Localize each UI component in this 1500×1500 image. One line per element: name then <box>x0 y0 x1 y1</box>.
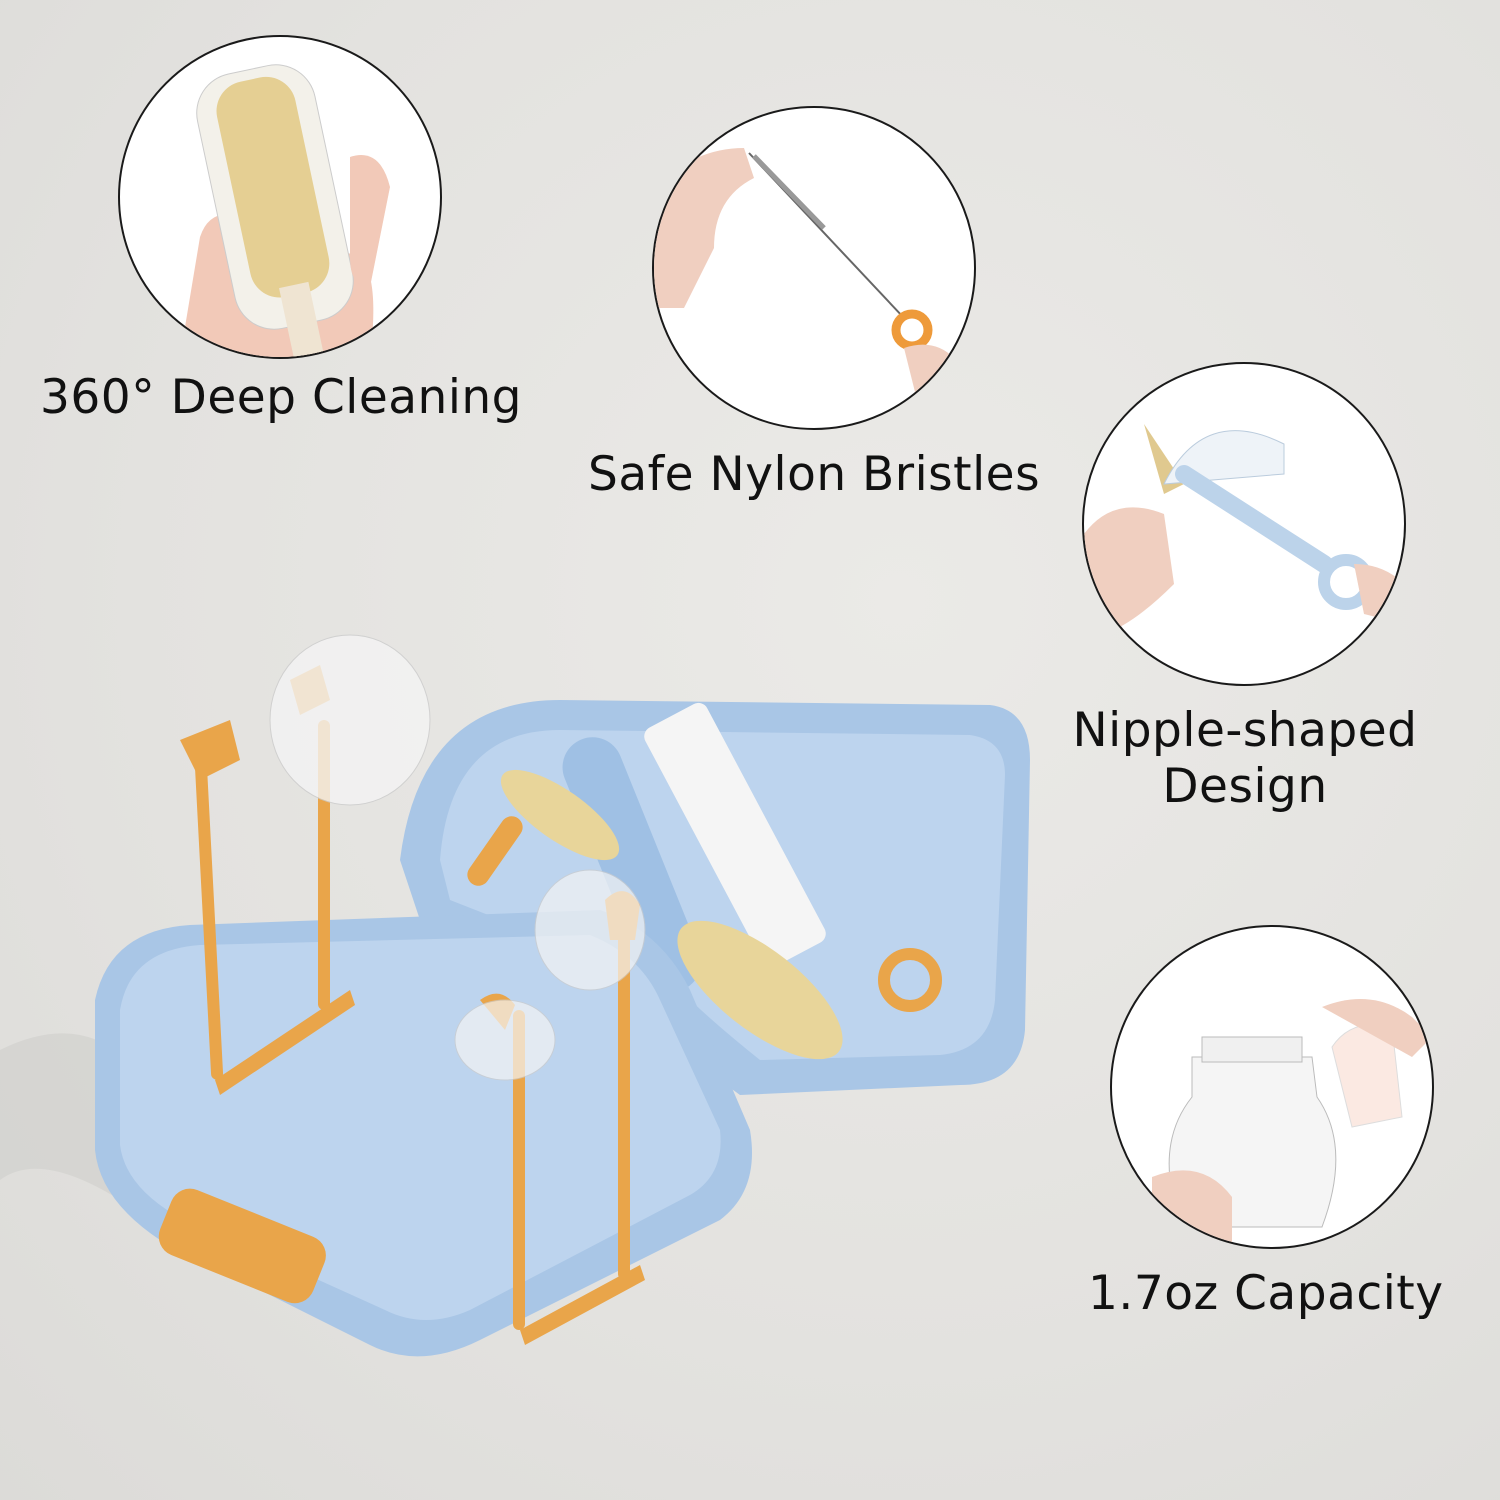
feature-label-capacity: 1.7oz Capacity <box>1088 1266 1444 1321</box>
straw-brush-icon <box>654 148 974 428</box>
dispenser-bottle-icon <box>1152 999 1432 1247</box>
feature-label-line1: Nipple-shaped <box>1072 703 1418 758</box>
case-latch <box>158 1188 326 1304</box>
feature-photo-nipple-design <box>1082 362 1406 686</box>
feature-label-deep-cleaning: 360° Deep Cleaning <box>40 370 523 425</box>
nipple-brush-icon <box>1084 424 1404 634</box>
bottle-drying-rack-case-illustration <box>0 634 1030 1357</box>
cap-on-rack <box>534 869 646 991</box>
bottle-on-rack <box>269 634 431 806</box>
bottle-brush-in-hand-icon <box>180 64 390 357</box>
feature-photo-nylon-bristles <box>652 106 976 430</box>
brush-handle <box>644 702 826 968</box>
bottle-brush-small <box>500 769 620 861</box>
case-base <box>95 910 752 1357</box>
case-lid <box>400 700 1030 1095</box>
feature-label-nipple-design: Nipple-shaped Design <box>1045 703 1445 815</box>
bottle-brush-large <box>677 920 843 1060</box>
straw-brush-ring <box>878 948 942 1012</box>
feature-label-nylon-bristles: Safe Nylon Bristles <box>588 447 1041 502</box>
nipple-on-rack <box>454 999 556 1081</box>
feature-photo-deep-cleaning <box>118 35 442 359</box>
feature-photo-capacity <box>1110 925 1434 1249</box>
feature-label-line2: Design <box>1162 759 1328 814</box>
